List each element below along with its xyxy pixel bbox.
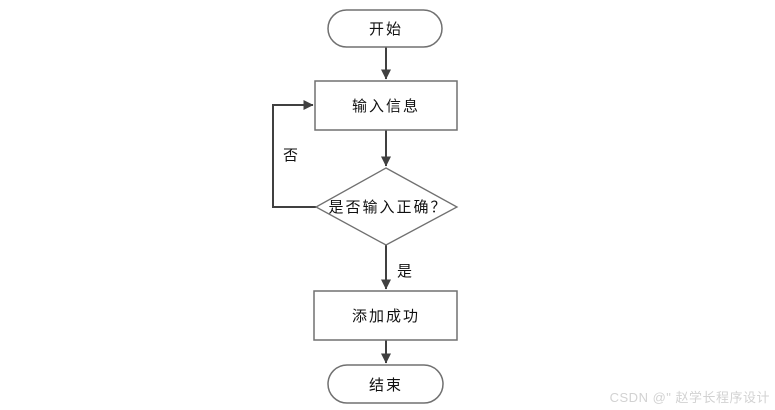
branch-label-no: 否 [283, 147, 298, 164]
node-input: 输入信息 [314, 80, 458, 131]
node-end: 结束 [327, 364, 444, 404]
node-success: 添加成功 [313, 290, 458, 341]
node-decision: 是否输入正确？ [314, 167, 459, 246]
node-start-label: 开始 [369, 21, 403, 38]
node-decision-label: 是否输入正确？ [328, 199, 447, 216]
watermark: CSDN @" 赵学长程序设计 [609, 390, 770, 405]
node-start: 开始 [327, 9, 443, 48]
node-success-label: 添加成功 [352, 308, 420, 325]
branch-label-yes: 是 [397, 263, 412, 280]
edge-decision-no-loop [272, 100, 316, 208]
node-end-label: 结束 [369, 377, 403, 394]
node-input-label: 输入信息 [352, 98, 420, 115]
